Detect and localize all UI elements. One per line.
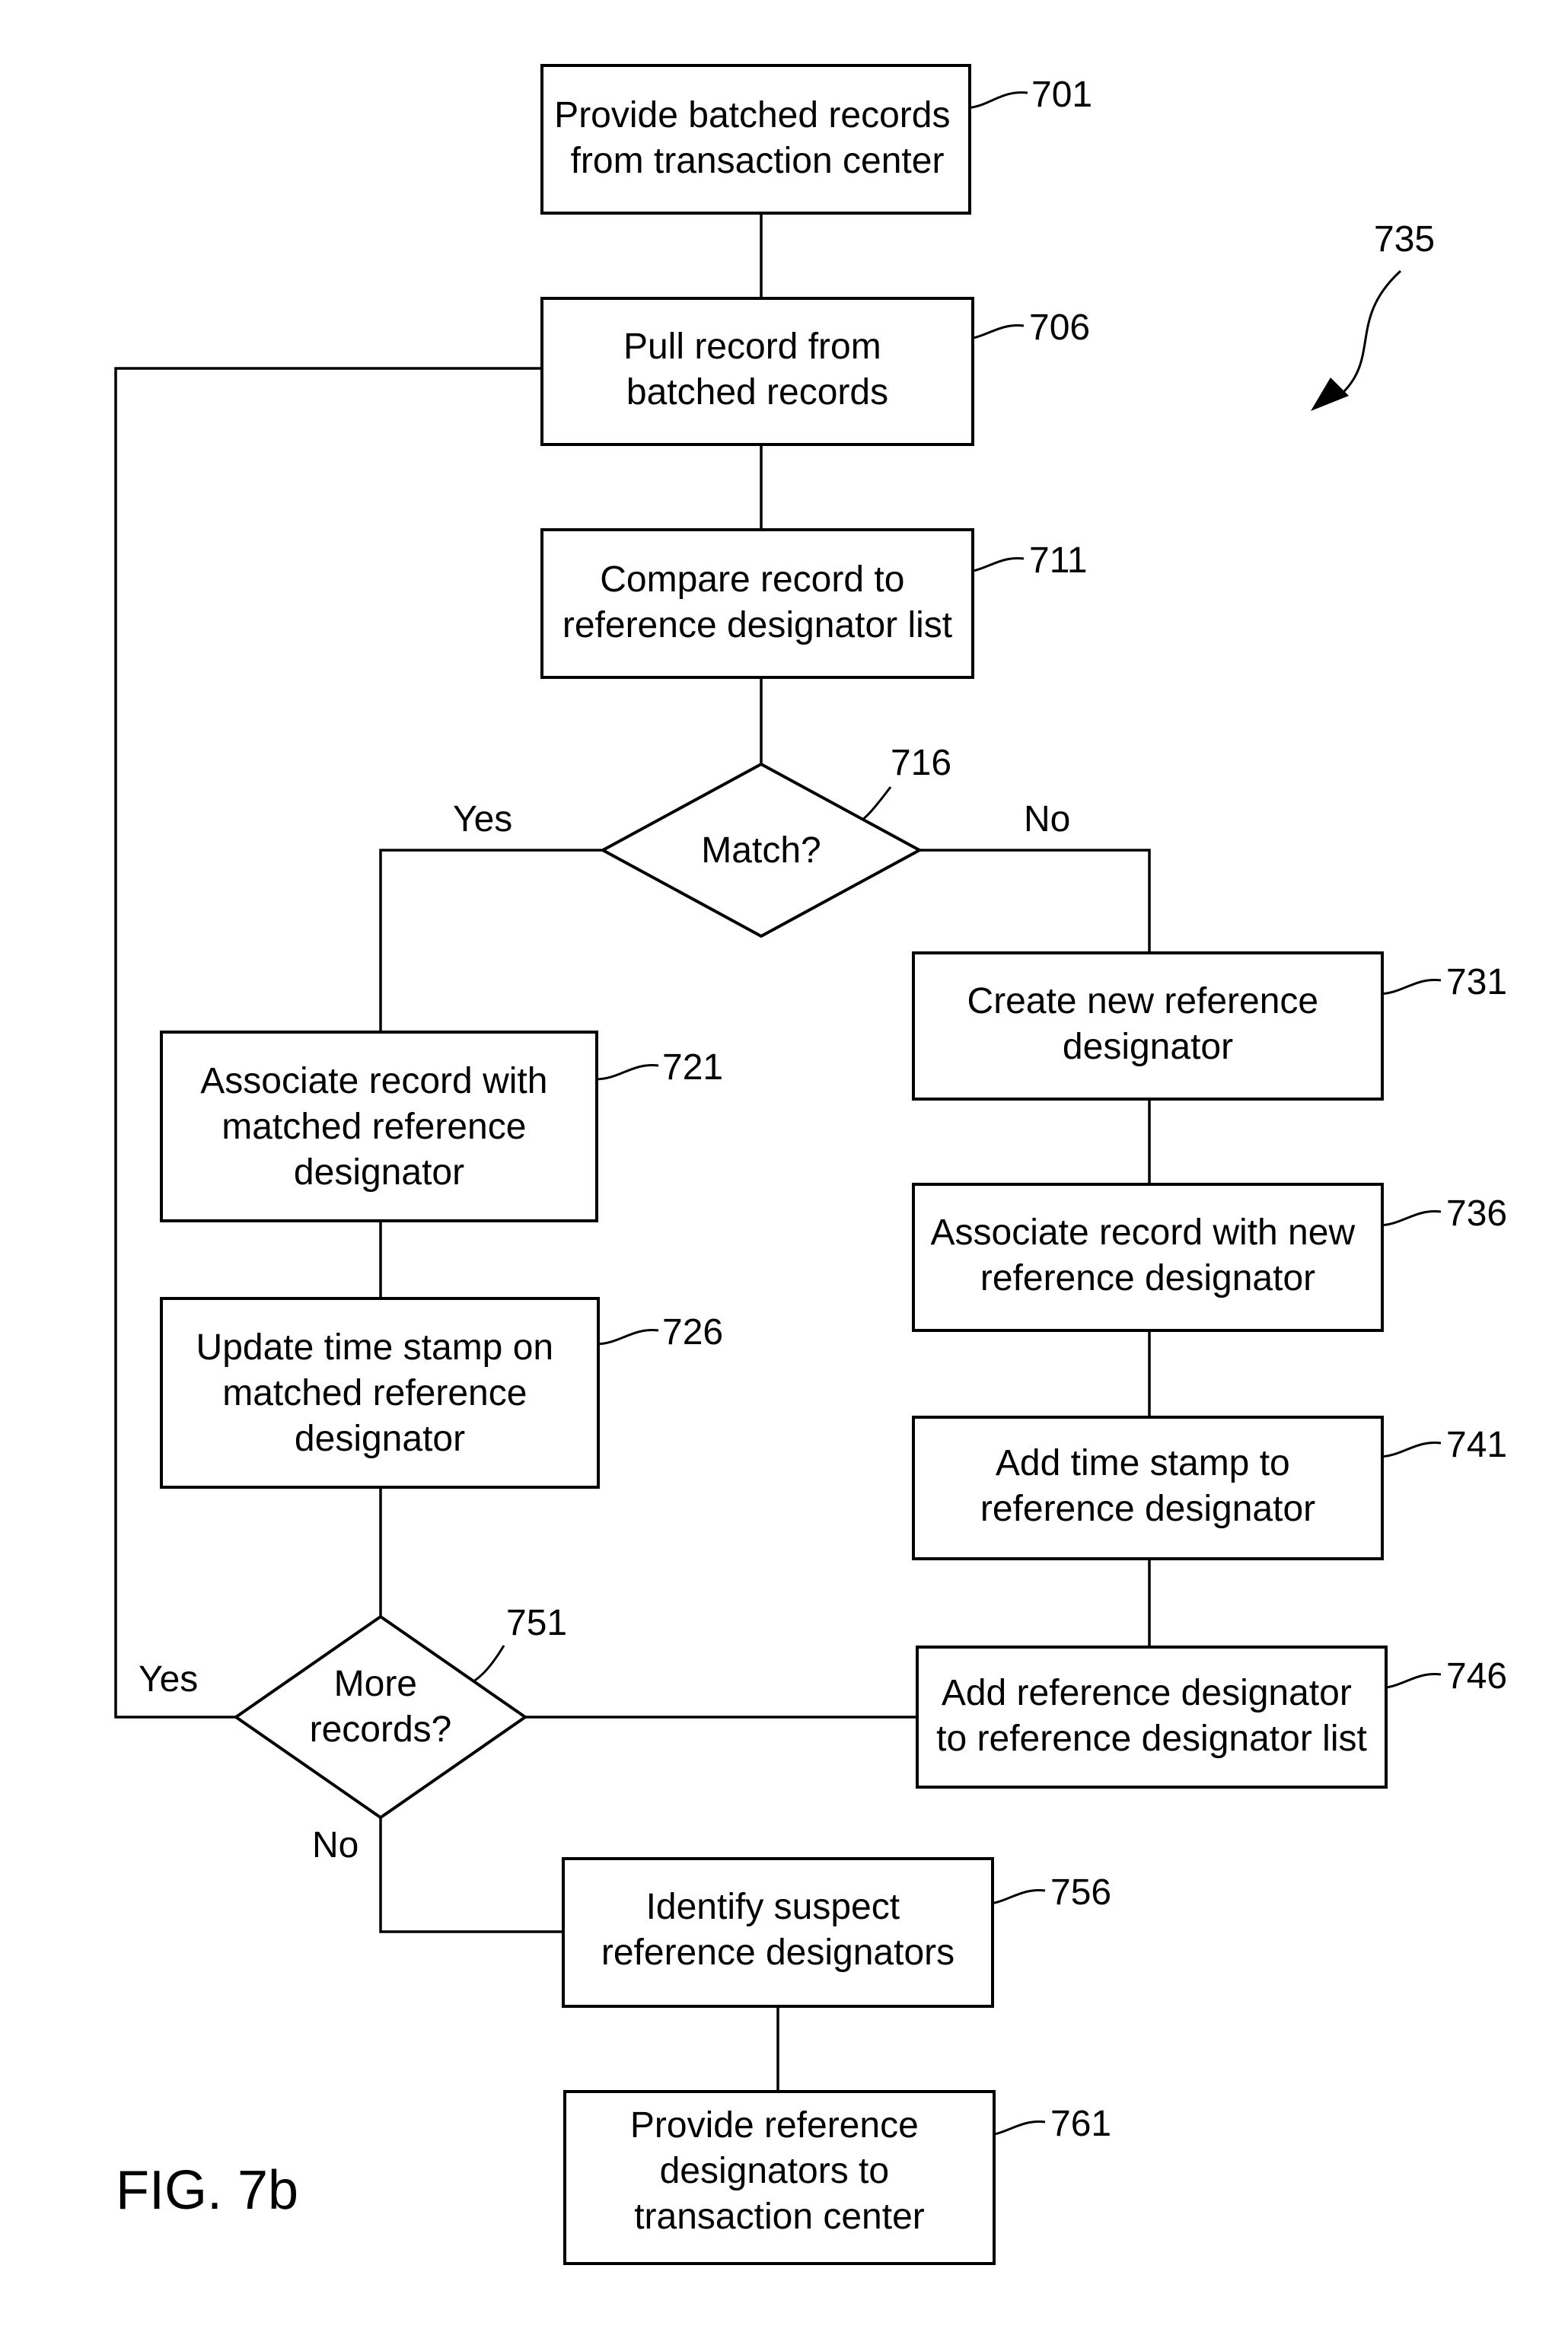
process-box-711 bbox=[542, 530, 973, 677]
edge-label-match-no: No bbox=[1024, 799, 1070, 840]
ref-numeral-711: 711 bbox=[1029, 540, 1088, 581]
ref-numeral-756: 756 bbox=[1050, 1872, 1111, 1913]
edge-label-more-no: No bbox=[312, 1825, 359, 1865]
ref-numeral-726: 726 bbox=[662, 1312, 723, 1353]
node-716-label: Match? bbox=[701, 830, 821, 871]
leader-726 bbox=[595, 1330, 658, 1344]
process-box-746 bbox=[917, 1647, 1386, 1787]
leader-721 bbox=[595, 1066, 658, 1079]
edge-751-no-756 bbox=[381, 1818, 563, 1932]
edge-716-no-731 bbox=[917, 850, 1149, 953]
ref-numeral-716: 716 bbox=[891, 743, 951, 783]
edge-716-yes-721 bbox=[381, 850, 605, 1032]
edge-label-match-yes: Yes bbox=[453, 799, 512, 840]
process-box-741 bbox=[913, 1417, 1382, 1559]
ref-numeral-741: 741 bbox=[1446, 1425, 1507, 1465]
overall-reference-numeral: 735 bbox=[1374, 219, 1435, 260]
overall-reference-arrow bbox=[1340, 271, 1401, 396]
overall-reference-arrowhead bbox=[1311, 378, 1349, 411]
decision-diamonds bbox=[236, 764, 919, 1818]
process-box-701 bbox=[542, 65, 970, 213]
ref-numeral-751: 751 bbox=[506, 1603, 567, 1643]
process-box-706 bbox=[542, 298, 973, 444]
leader-701 bbox=[967, 93, 1028, 108]
ref-numeral-721: 721 bbox=[662, 1047, 723, 1088]
leader-736 bbox=[1378, 1212, 1441, 1225]
ref-numeral-761: 761 bbox=[1050, 2104, 1111, 2144]
edge-label-more-yes: Yes bbox=[139, 1659, 198, 1700]
ref-numeral-731: 731 bbox=[1446, 962, 1507, 1002]
process-box-731 bbox=[913, 953, 1382, 1099]
figure-label: FIG. 7b bbox=[116, 2160, 298, 2221]
ref-numeral-701: 701 bbox=[1031, 75, 1092, 115]
ref-numeral-746: 746 bbox=[1446, 1656, 1507, 1697]
node-761-label: Provide reference designators to transac… bbox=[630, 2105, 929, 2237]
ref-numeral-736: 736 bbox=[1446, 1193, 1507, 1234]
ref-numeral-706: 706 bbox=[1029, 307, 1090, 348]
leader-741 bbox=[1378, 1443, 1441, 1457]
process-box-736 bbox=[913, 1184, 1382, 1330]
leader-731 bbox=[1378, 980, 1441, 994]
